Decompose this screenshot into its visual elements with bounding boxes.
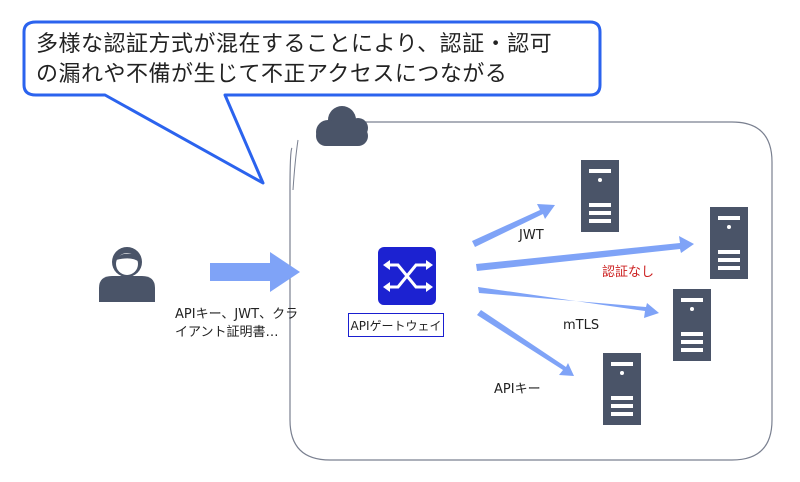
cloud-icon <box>316 106 368 146</box>
user-icon <box>99 247 155 302</box>
client-credentials-label: APIキー、JWT、クラ イアント証明書… <box>175 306 325 342</box>
arrow-apikey <box>477 310 574 376</box>
credentials-line-2: イアント証明書… <box>175 325 279 340</box>
server-icon <box>673 289 711 361</box>
callout-bubble <box>22 20 602 185</box>
arrow-jwt <box>472 204 555 247</box>
callout-line-2: の漏れや不備が生じて不正アクセスにつながる <box>36 62 508 87</box>
connection-label-apikey: APIキー <box>494 382 541 397</box>
cloud-boundary <box>289 121 773 461</box>
request-arrow <box>210 252 300 292</box>
shuffle-arrows-icon <box>378 247 436 305</box>
arrow-mtls <box>478 287 659 318</box>
server-icon <box>603 353 641 425</box>
callout-text: 多様な認証方式が混在することにより、認証・認可 の漏れや不備が生じて不正アクセス… <box>36 30 596 90</box>
server-icon <box>581 160 619 232</box>
connection-label-no-auth: 認証なし <box>602 265 655 280</box>
arrow-no-auth <box>476 236 694 271</box>
connection-label-jwt: JWT <box>519 228 544 243</box>
gateway-label: APIゲートウェイ <box>348 313 444 337</box>
credentials-line-1: APIキー、JWT、クラ <box>175 307 299 322</box>
server-icon <box>710 207 748 279</box>
connection-label-mtls: mTLS <box>563 318 600 333</box>
callout-line-1: 多様な認証方式が混在することにより、認証・認可 <box>36 32 553 57</box>
